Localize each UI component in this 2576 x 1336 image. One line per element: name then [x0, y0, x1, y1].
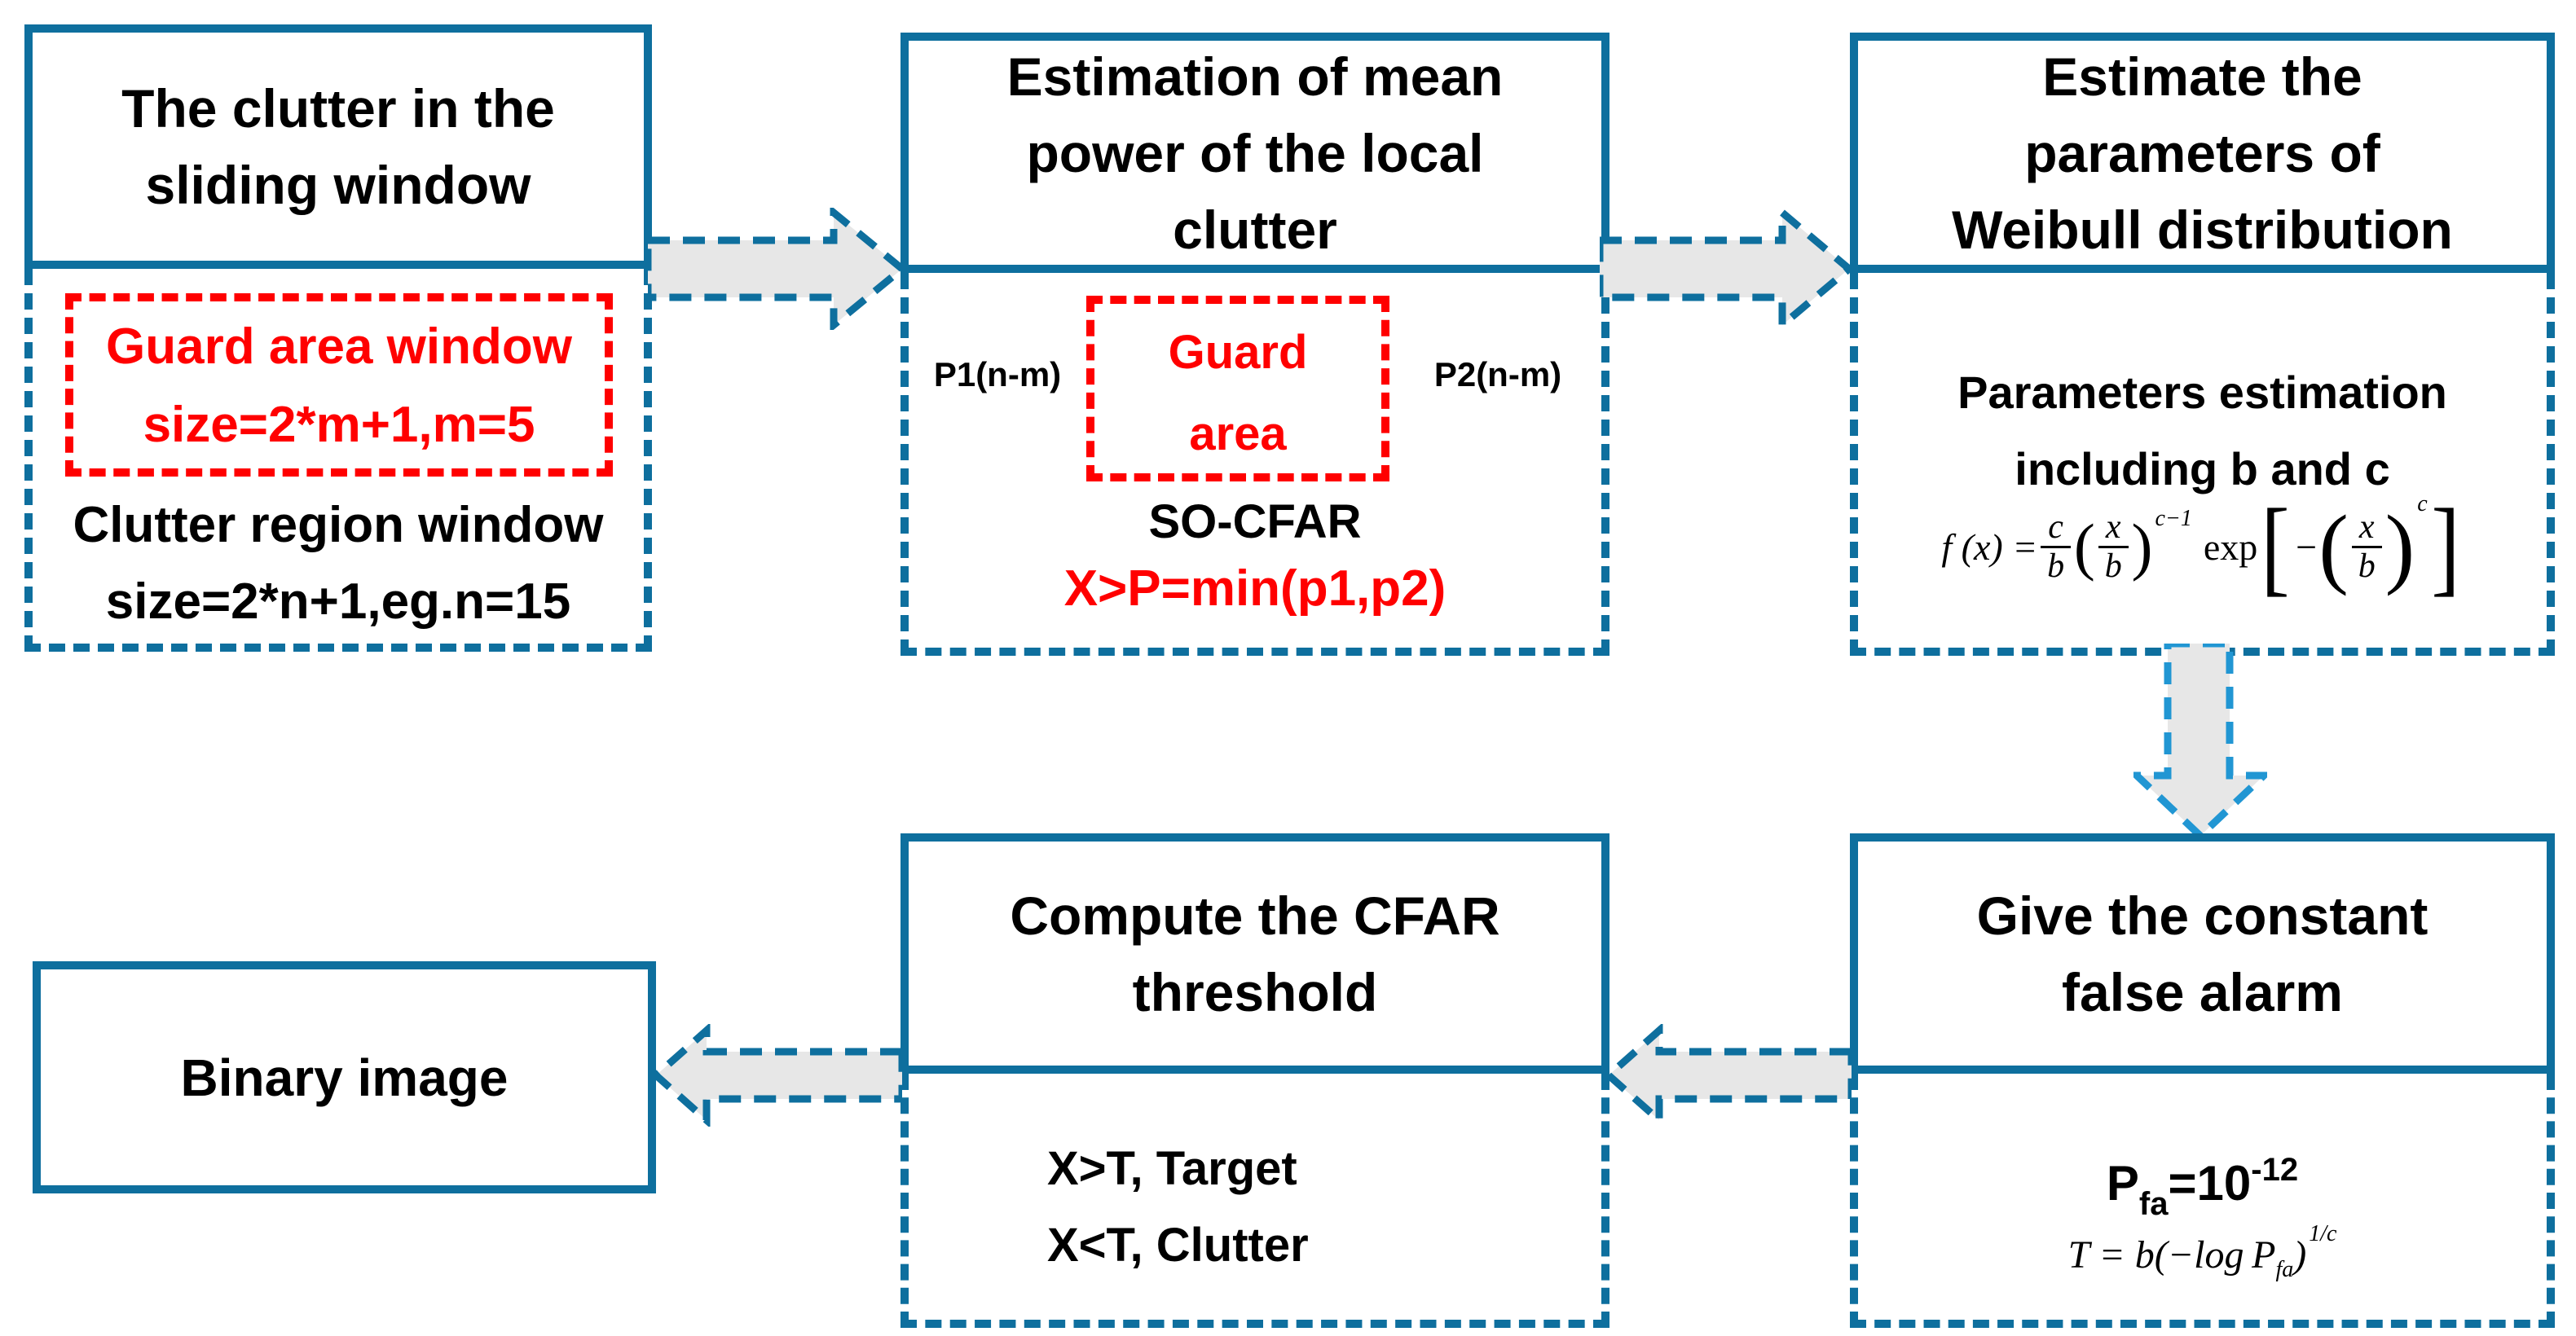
- weibull-title-line: parameters of: [2024, 122, 2380, 183]
- weibull-title-line: Estimate the: [2042, 46, 2362, 107]
- threshold-rules: X>T, Target X<T, Clutter: [1047, 1131, 1309, 1284]
- weibull-title-line: Weibull distribution: [1952, 199, 2453, 260]
- p2-label: P2(n-m): [1433, 355, 1562, 393]
- left-arrow-icon: [654, 1024, 902, 1127]
- false-alarm-title-box: Give the constant false alarm: [1850, 833, 2555, 1074]
- mean-power-detail-box: P1(n-m) Guard area P2(n-m) SO-CFAR X>P=m…: [900, 273, 1609, 656]
- down-arrow-icon: [2133, 644, 2267, 839]
- mean-power-title-box: Estimation of mean power of the local cl…: [900, 33, 1609, 273]
- guard-area-line: Guard: [1168, 326, 1308, 379]
- clutter-rule: X<T, Clutter: [1047, 1219, 1309, 1272]
- mean-power-title-line: Estimation of mean: [1006, 46, 1504, 107]
- clutter-region-window-line: Clutter region window: [73, 497, 604, 553]
- so-cfar-label: SO-CFAR: [1148, 495, 1362, 548]
- clutter-region-window-text: Clutter region window size=2*n+1,eg.n=15: [33, 487, 644, 640]
- fraction-x-over-b: x b: [2098, 509, 2129, 584]
- arrow-falsealarm-to-threshold: [1607, 1024, 1852, 1127]
- guard-area-box: Guard area: [1086, 296, 1389, 481]
- mean-power-title-line: clutter: [1173, 199, 1337, 260]
- pfa-symbol: P: [2252, 1233, 2276, 1277]
- minus-sign: −: [2293, 525, 2319, 568]
- fraction-x-over-b: x b: [2351, 509, 2382, 584]
- arrow-threshold-to-binary: [654, 1024, 902, 1127]
- guard-area-window-line: Guard area window: [106, 319, 572, 375]
- min-rule-text: X>P=min(p1,p2): [1063, 560, 1447, 617]
- false-alarm-title-line: Give the constant: [1976, 885, 2428, 946]
- pfa-subscript: fa: [2275, 1256, 2294, 1282]
- threshold-formula-lead: T = b(−log: [2067, 1233, 2252, 1277]
- cfar-threshold-title-box: Compute the CFAR threshold: [900, 833, 1609, 1074]
- guard-area-window-size: size=2*m+1,m=5: [143, 397, 535, 453]
- weibull-detail-box: Parameters estimation including b and c …: [1850, 273, 2555, 656]
- binary-image-box: Binary image: [33, 961, 656, 1193]
- fraction-c-over-b: c b: [2041, 509, 2071, 584]
- left-arrow-icon: [1607, 1024, 1852, 1127]
- arrow-meanpower-to-weibull: [1600, 208, 1854, 330]
- target-rule: X>T, Target: [1047, 1142, 1297, 1195]
- exponent-c: c: [2417, 491, 2428, 517]
- arrow-clutter-to-meanpower: [648, 208, 907, 330]
- weibull-pdf-formula: f (x) = c b ( x b ) c−1 exp [ − ( x b ) …: [1941, 486, 2460, 607]
- right-arrow-icon: [1600, 208, 1854, 330]
- exponent-1-over-c: 1/c: [2309, 1220, 2337, 1246]
- parameters-estimation-line: including b and c: [2015, 443, 2390, 494]
- guard-area-window-box: Guard area window size=2*m+1,m=5: [65, 293, 613, 477]
- false-alarm-title-line: false alarm: [2062, 961, 2343, 1022]
- clutter-window-title-box: The clutter in the sliding window: [24, 24, 652, 269]
- right-arrow-icon: [648, 208, 907, 330]
- close-paren: ): [2293, 1233, 2307, 1277]
- exp-word: exp: [2203, 525, 2258, 568]
- cfar-threshold-title-line: threshold: [1132, 961, 1378, 1022]
- binary-image-label: Binary image: [180, 1048, 509, 1107]
- clutter-window-title-line: sliding window: [145, 155, 531, 215]
- arrow-weibull-to-falsealarm: [2133, 644, 2267, 839]
- weibull-title-box: Estimate the parameters of Weibull distr…: [1850, 33, 2555, 273]
- cfar-threshold-detail-box: X>T, Target X<T, Clutter: [900, 1074, 1609, 1328]
- cfar-threshold-title-line: Compute the CFAR: [1010, 885, 1500, 946]
- mean-power-title-line: power of the local: [1026, 122, 1484, 183]
- parameters-estimation-line: Parameters estimation: [1957, 367, 2447, 418]
- parameters-estimation-text: Parameters estimation including b and c: [1858, 354, 2547, 508]
- guard-area-line: area: [1189, 407, 1287, 460]
- exponent-c-minus-1: c−1: [2155, 506, 2192, 532]
- clutter-region-window-size: size=2*n+1,eg.n=15: [105, 574, 571, 630]
- clutter-window-detail-box: Guard area window size=2*m+1,m=5 Clutter…: [24, 269, 652, 652]
- clutter-window-title-line: The clutter in the: [121, 78, 555, 138]
- formula-lhs: f (x) =: [1941, 525, 2038, 568]
- pfa-value: Pfa=10-12: [2106, 1152, 2299, 1222]
- p1-label: P1(n-m): [933, 355, 1062, 393]
